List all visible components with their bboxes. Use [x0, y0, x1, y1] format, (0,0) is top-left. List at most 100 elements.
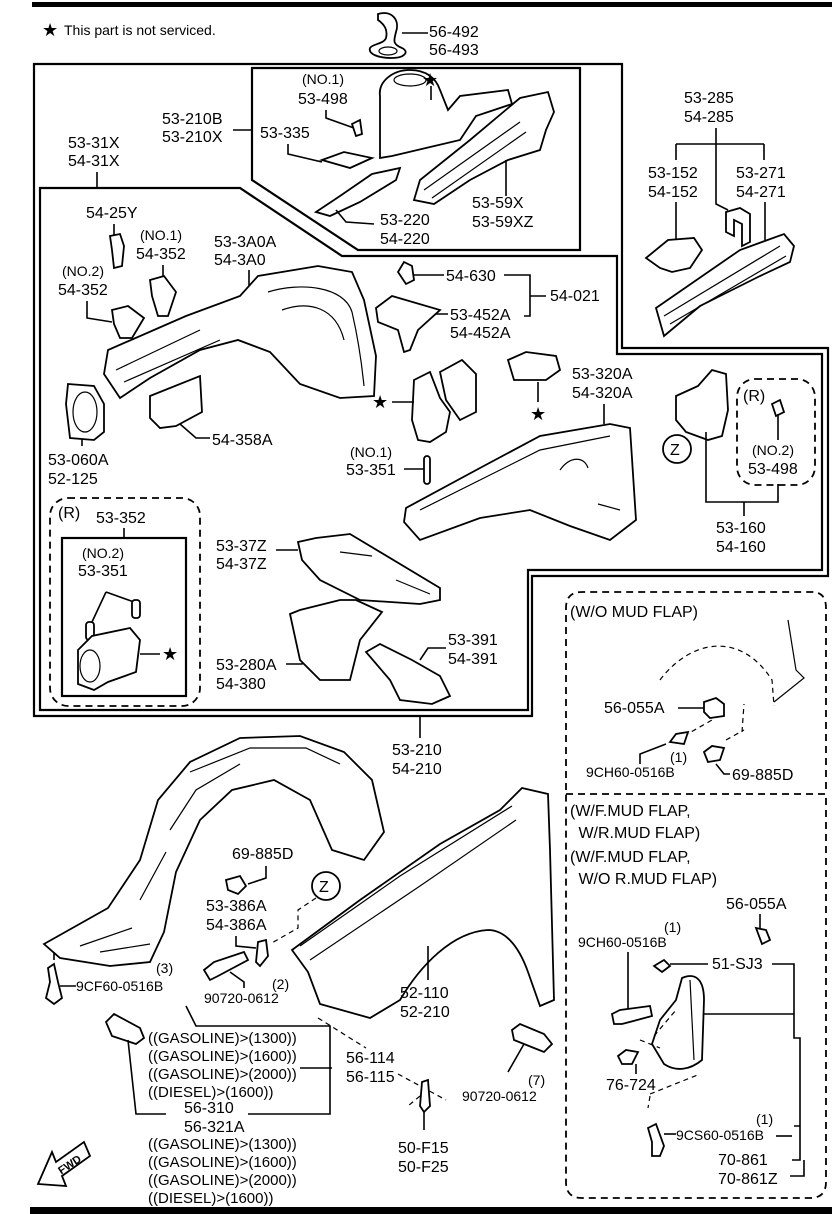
view-z-marker[interactable] [662, 434, 692, 464]
callout-69-885D: 69-885D [232, 846, 293, 863]
part-seal-50-F15[interactable] [419, 1078, 431, 1114]
callout-54-160: 54-160 [716, 539, 766, 556]
part-bracket-53-280A[interactable] [288, 599, 384, 681]
callout-53-285: 53-285 [684, 90, 734, 107]
part-clip-54-630[interactable] [396, 260, 415, 286]
part-bracket-53-220[interactable] [313, 166, 402, 217]
condition-upper-2: ((GASOLINE)>(1600)) [148, 1048, 297, 1065]
part-nut-56-055A[interactable] [754, 926, 772, 946]
callout-53-3A0A: 53-3A0A [214, 234, 277, 251]
callout-54-3A0: 54-3A0 [214, 252, 266, 269]
callout-52-110: 52-110 [400, 985, 449, 1002]
callout-qualifier: (NO.2) [62, 263, 104, 279]
callout-52-210: 52-210 [400, 1004, 450, 1021]
part-apron-53-3A0A[interactable] [103, 265, 377, 400]
part-clip-69-885D[interactable] [702, 745, 726, 764]
part-clip-54-25Y[interactable] [108, 232, 125, 270]
part-bolt-90720-0612-b[interactable] [511, 1022, 554, 1054]
callout-53-271: 53-271 [736, 165, 786, 182]
callout-53-060A: 53-060A [48, 452, 109, 469]
part-bolt-9CH60[interactable] [610, 1004, 654, 1025]
callout-90720-0612: 90720-0612 [462, 1088, 537, 1104]
star-icon: ★ [530, 404, 546, 424]
part-latch-53-160[interactable] [675, 368, 729, 441]
part-bracket-53-386A[interactable] [255, 938, 269, 968]
r-detail-inner-frame [60, 536, 188, 698]
callout-76-724: 76-724 [606, 1077, 656, 1094]
part-ring-56-492 [378, 46, 398, 56]
part-bracket-54-352-no1[interactable] [149, 274, 178, 317]
callout-56-114: 56-114 [346, 1050, 395, 1067]
callout-56-055A: 56-055A [726, 896, 787, 913]
part-pin-53-351[interactable] [423, 455, 431, 485]
condition-lower-1: ((GASOLINE)>(1300)) [148, 1136, 297, 1153]
part-member-53-271[interactable] [654, 232, 795, 338]
fender-area: 69-885D Z 53-386A 54-386A (2) 90720-0612… [42, 735, 555, 1207]
callout-54-021: 54-021 [550, 288, 600, 305]
with-mud-flap-inset: (W/F.MUD FLAP, W/R.MUD FLAP) (W/F.MUD FL… [565, 793, 827, 1199]
callout-50-F15: 50-F15 [398, 1140, 449, 1157]
part-mud-flap-70-861[interactable] [651, 975, 705, 1070]
wo-mud-flap-title: (W/O MUD FLAP) [570, 604, 698, 621]
part-fender-liner-56-114[interactable] [42, 735, 385, 967]
view-z-label: Z [319, 879, 329, 896]
part-screw-9CH60[interactable] [668, 730, 690, 745]
part-bracket-53-352[interactable] [77, 627, 141, 691]
callout-54-352-no2: 54-352 [58, 282, 108, 299]
part-panel-53-37Z[interactable] [296, 533, 441, 605]
view-z-label: Z [670, 442, 680, 459]
with-mud-flap-frame [565, 793, 827, 1199]
view-z-marker[interactable] [311, 871, 341, 901]
legend-note: This part is not serviced. [64, 22, 216, 38]
condition-lower-4: ((DIESEL)>(1600)) [148, 1190, 273, 1207]
wo-mud-flap-inset: (W/O MUD FLAP) 56-055A (1) 9CH60-0516B 6… [565, 591, 827, 790]
callout-qty: (1) [664, 919, 681, 935]
part-fender-52-110[interactable] [290, 787, 555, 1019]
callout-54-271: 54-271 [736, 184, 786, 201]
upper-frame-outline [32, 62, 830, 718]
part-screw-9CS60[interactable] [646, 1122, 665, 1157]
part-bracket-53-285[interactable] [725, 207, 751, 248]
part-nut-51-SJ3[interactable] [652, 958, 672, 974]
callout-54-380: 54-380 [216, 676, 266, 693]
callout-53-320A: 53-320A [572, 366, 633, 383]
part-apron-53-320A[interactable] [403, 423, 637, 542]
part-nut-56-055A[interactable] [703, 696, 725, 719]
part-plate-53-152[interactable] [644, 237, 704, 273]
part-strut-tower[interactable] [379, 69, 514, 160]
part-bracket-53-391[interactable] [364, 642, 452, 705]
callout-qualifier: (NO.1) [140, 227, 182, 243]
part-bolt-90720-0612[interactable] [202, 950, 250, 982]
r-detail-inset: (R) 53-352 (NO.2) 53-351 ★ [49, 497, 201, 707]
apron-inset: 53-31X 54-31X 54-25Y (NO.1) 54-352 (NO.2… [48, 135, 637, 778]
part-hinge-bracket[interactable] [411, 370, 451, 443]
callout-53-31X: 53-31X [68, 135, 120, 152]
part-clip-53-498-no2[interactable] [770, 398, 786, 418]
part-clip-69-885D[interactable] [224, 874, 248, 896]
star-icon: ★ [422, 70, 438, 90]
callout-53-152: 53-152 [648, 165, 698, 182]
part-screw-9CF60[interactable] [44, 962, 64, 1006]
part-seal-56-310[interactable] [104, 1012, 146, 1046]
part-panel-54-358A[interactable] [149, 374, 203, 429]
callout-54-386A: 54-386A [206, 917, 267, 934]
star-icon: ★ [42, 20, 58, 40]
callout-53-391: 53-391 [448, 632, 498, 649]
callout-qty: (7) [528, 1072, 545, 1088]
callout-53-160: 53-160 [716, 520, 766, 537]
part-bracket-upper[interactable] [506, 351, 562, 381]
part-screw-76-724[interactable] [616, 1049, 640, 1065]
callout-54-31X: 54-31X [68, 153, 120, 170]
part-clip-53-498[interactable] [350, 118, 363, 138]
part-bracket-53-452A[interactable] [375, 295, 442, 354]
callout-53-37Z: 53-37Z [216, 538, 267, 555]
strut-tower-inset: (NO.1) 53-498 53-335 53-210B 53-210X ★ 5… [162, 69, 555, 248]
with-mud-flap-title-line-4: W/O R.MUD FLAP) [574, 871, 717, 888]
part-seal-53-060A[interactable] [65, 383, 105, 441]
callout-53-59X: 53-59X [472, 195, 524, 212]
with-mud-flap-title-line-3: (W/F.MUD FLAP, [570, 849, 691, 866]
part-56-492-group[interactable]: 56-492 56-493 [368, 12, 479, 59]
part-bracket-54-352-no2[interactable] [110, 305, 146, 339]
part-pin-53-351-b[interactable] [131, 599, 141, 619]
part-bracket-53-335[interactable] [319, 151, 375, 169]
